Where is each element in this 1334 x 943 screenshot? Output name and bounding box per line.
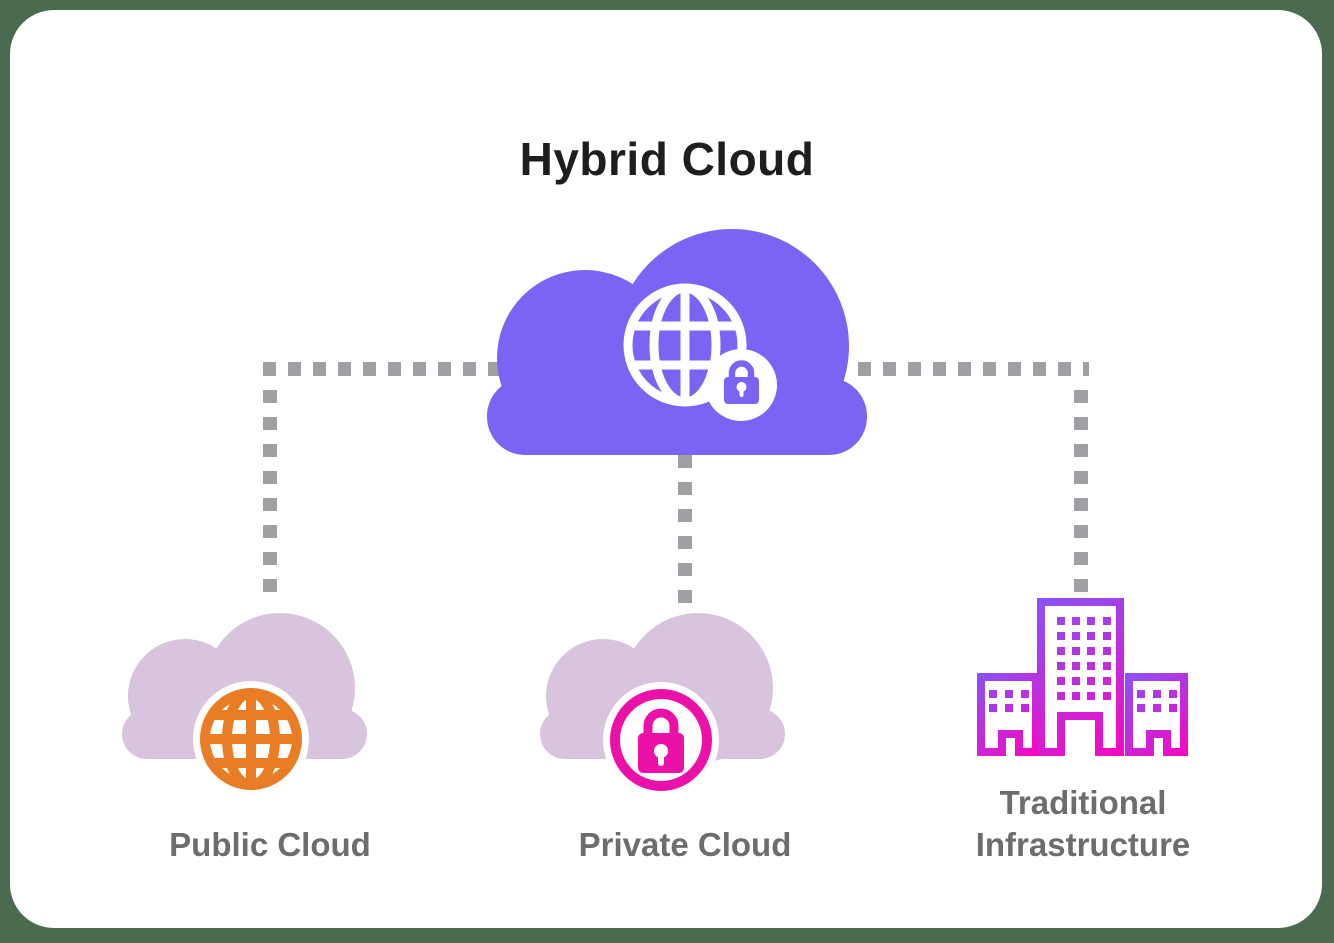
hybrid-cloud-icon	[487, 229, 867, 455]
connector-center-vertical	[678, 455, 692, 605]
left-building-icon	[977, 673, 1040, 756]
traditional-infrastructure-label: Traditional Infrastructure	[908, 782, 1258, 866]
private-cloud-icon	[540, 613, 785, 798]
public-cloud-label: Public Cloud	[169, 826, 371, 863]
globe-icon	[200, 688, 302, 790]
traditional-infrastructure-label-line1: Traditional	[999, 784, 1167, 821]
center-building-icon	[1037, 598, 1124, 756]
connector-right-horizontal	[858, 362, 1089, 376]
lock-badge-icon	[705, 349, 777, 421]
connector-left-vertical	[263, 390, 277, 600]
diagram-title: Hybrid Cloud	[519, 133, 815, 185]
connector-left-horizontal	[263, 362, 501, 376]
buildings-icon	[977, 598, 1188, 756]
cloud-shape-icon	[487, 229, 867, 455]
private-cloud-label: Private Cloud	[578, 826, 792, 863]
public-cloud-icon	[122, 613, 367, 797]
lock-icon	[603, 682, 719, 798]
right-building-icon	[1125, 673, 1188, 756]
traditional-infrastructure-label-line2: Infrastructure	[975, 826, 1191, 863]
connector-right-vertical	[1074, 390, 1088, 596]
